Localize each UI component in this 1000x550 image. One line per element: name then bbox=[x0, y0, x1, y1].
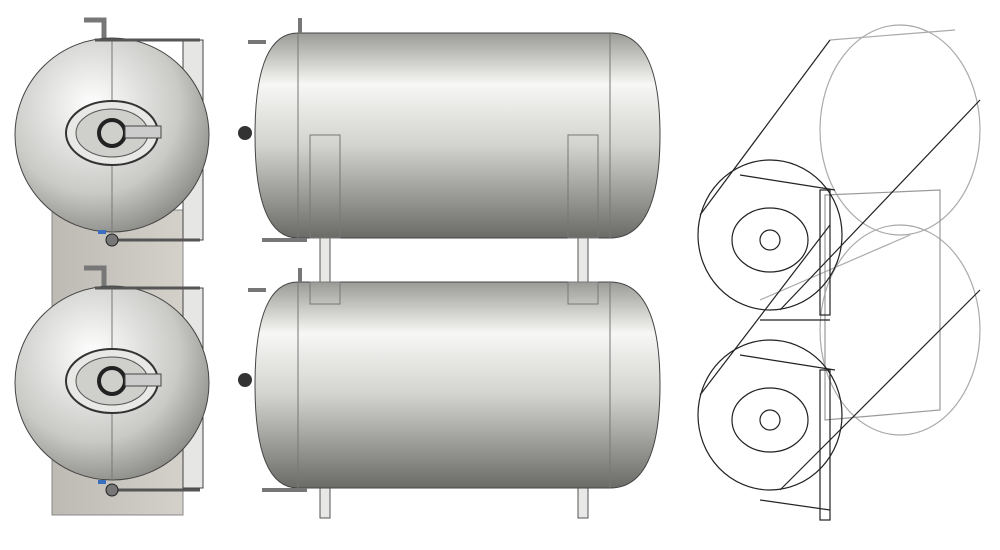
valve-icon bbox=[238, 126, 252, 140]
side-view bbox=[238, 18, 661, 519]
side-tank-bottom bbox=[238, 268, 661, 519]
front-tank-bottom bbox=[14, 265, 210, 497]
pipe bbox=[84, 17, 107, 40]
pipe bbox=[84, 265, 107, 288]
valve-icon bbox=[238, 373, 252, 387]
front-tank-top bbox=[14, 17, 210, 247]
isometric-wireframe bbox=[697, 24, 981, 521]
valve-icon bbox=[105, 233, 119, 247]
side-tank-top bbox=[238, 18, 661, 301]
front-view bbox=[14, 17, 210, 516]
valve-icon bbox=[105, 483, 119, 497]
